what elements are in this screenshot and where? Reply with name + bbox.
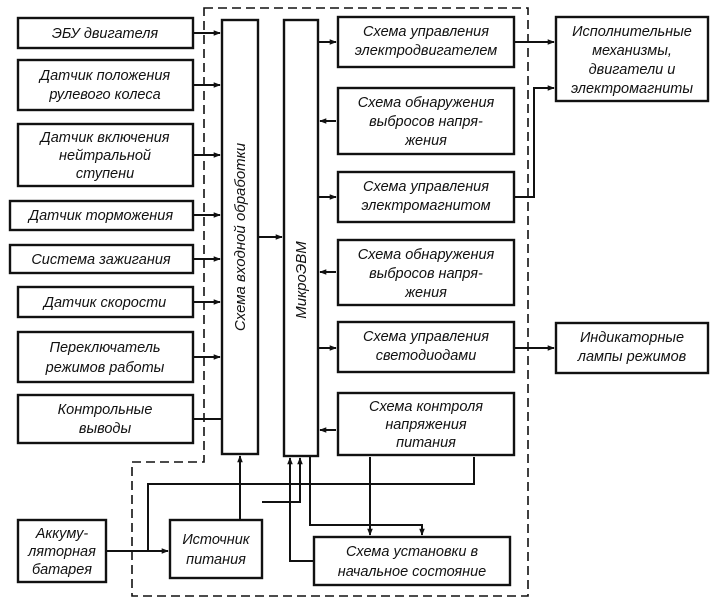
voltage-monitor-line-2: напряжения bbox=[385, 417, 467, 433]
surge-detect-1-line-1: Схема обнаружения bbox=[358, 95, 495, 111]
internal-arrows bbox=[258, 39, 337, 433]
power-supply-line-1: Источник bbox=[182, 532, 250, 548]
actuators-line-3: двигатели и bbox=[589, 62, 676, 78]
box-battery: Аккуму- ляторная батарея bbox=[16, 518, 108, 584]
reset-circuit-line-1: Схема установки в bbox=[346, 544, 479, 560]
steering-sensor-line-2: рулевого колеса bbox=[48, 87, 160, 103]
steering-sensor-line-1: Датчик положения bbox=[38, 68, 171, 84]
ignition-label: Система зажигания bbox=[31, 252, 171, 268]
box-voltage-monitor: Схема контроля напряжения питания bbox=[336, 391, 516, 457]
neutral-sensor-line-1: Датчик включения bbox=[39, 130, 170, 146]
power-supply-line-2: питания bbox=[186, 552, 246, 568]
indicators-line-1: Индикаторные bbox=[580, 330, 684, 346]
box-test-outputs: Контрольные выводы bbox=[16, 393, 195, 445]
voltage-monitor-line-1: Схема контроля bbox=[369, 399, 483, 415]
neutral-sensor-line-3: ступени bbox=[76, 166, 134, 182]
box-motor-control: Схема управления электродвигателем bbox=[336, 15, 516, 69]
reset-circuit-line-2: начальное состояние bbox=[338, 564, 487, 580]
battery-line-3: батарея bbox=[32, 562, 92, 578]
actuators-line-1: Исполнительные bbox=[572, 24, 692, 40]
magnet-control-line-1: Схема управления bbox=[363, 179, 489, 195]
box-actuators: Исполнительные механизмы, двигатели и эл… bbox=[554, 15, 710, 103]
led-control-line-1: Схема управления bbox=[363, 329, 489, 345]
actuators-line-2: механизмы, bbox=[592, 43, 672, 59]
surge-detect-2-line-1: Схема обнаружения bbox=[358, 247, 495, 263]
mode-switch-line-2: режимов работы bbox=[45, 360, 165, 376]
box-steering-sensor: Датчик положения рулевого колеса bbox=[16, 58, 195, 112]
box-power-supply: Источник питания bbox=[168, 518, 264, 580]
box-ignition: Система зажигания bbox=[8, 243, 195, 275]
box-neutral-sensor: Датчик включения нейтральной ступени bbox=[16, 122, 195, 188]
led-control-line-2: светодиодами bbox=[376, 348, 477, 364]
box-mode-switch: Переключатель режимов работы bbox=[16, 330, 195, 384]
test-outputs-line-1: Контрольные bbox=[58, 402, 153, 418]
box-surge-detect-1: Схема обнаружения выбросов напря- жения bbox=[336, 86, 516, 156]
surge-detect-2-line-3: жения bbox=[404, 285, 447, 301]
mode-switch-line-1: Переключатель bbox=[49, 340, 160, 356]
microcomputer-label: МикроЭВМ bbox=[293, 241, 310, 319]
box-surge-detect-2: Схема обнаружения выбросов напря- жения bbox=[336, 238, 516, 307]
voltage-monitor-line-3: питания bbox=[396, 435, 456, 451]
box-reset-circuit: Схема установки в начальное состояние bbox=[312, 535, 512, 587]
actuators-line-4: электромагниты bbox=[571, 81, 693, 97]
box-ecu: ЭБУ двигателя bbox=[16, 16, 195, 50]
box-indicators: Индикаторные лампы режимов bbox=[554, 321, 710, 375]
box-led-control: Схема управления светодиодами bbox=[336, 320, 516, 374]
brake-sensor-label: Датчик торможения bbox=[27, 208, 173, 224]
battery-line-2: ляторная bbox=[27, 544, 96, 560]
control-unit-boundary bbox=[131, 7, 529, 597]
test-outputs-line-2: выводы bbox=[79, 421, 132, 437]
ecu-label: ЭБУ двигателя bbox=[52, 26, 159, 42]
neutral-sensor-line-2: нейтральной bbox=[59, 148, 151, 164]
magnet-control-line-2: электромагнитом bbox=[361, 198, 490, 214]
surge-detect-1-line-3: жения bbox=[404, 133, 447, 149]
power-wiring bbox=[106, 455, 475, 562]
box-magnet-control: Схема управления электромагнитом bbox=[336, 170, 516, 224]
surge-detect-2-line-2: выбросов напря- bbox=[369, 266, 483, 282]
surge-detect-1-line-2: выбросов напря- bbox=[369, 114, 483, 130]
motor-control-line-1: Схема управления bbox=[363, 24, 489, 40]
battery-line-1: Аккуму- bbox=[35, 526, 89, 542]
box-input-processing: Схема входной обработки bbox=[220, 18, 260, 456]
output-arrows bbox=[514, 39, 555, 351]
box-brake-sensor: Датчик торможения bbox=[8, 199, 195, 232]
motor-control-line-2: электродвигателем bbox=[355, 43, 498, 59]
input-processing-label: Схема входной обработки bbox=[232, 142, 249, 331]
box-microcomputer: МикроЭВМ bbox=[282, 18, 320, 458]
input-arrows bbox=[193, 30, 222, 420]
speed-sensor-label: Датчик скорости bbox=[42, 295, 166, 311]
box-speed-sensor: Датчик скорости bbox=[16, 285, 195, 319]
indicators-line-2: лампы режимов bbox=[577, 349, 687, 365]
